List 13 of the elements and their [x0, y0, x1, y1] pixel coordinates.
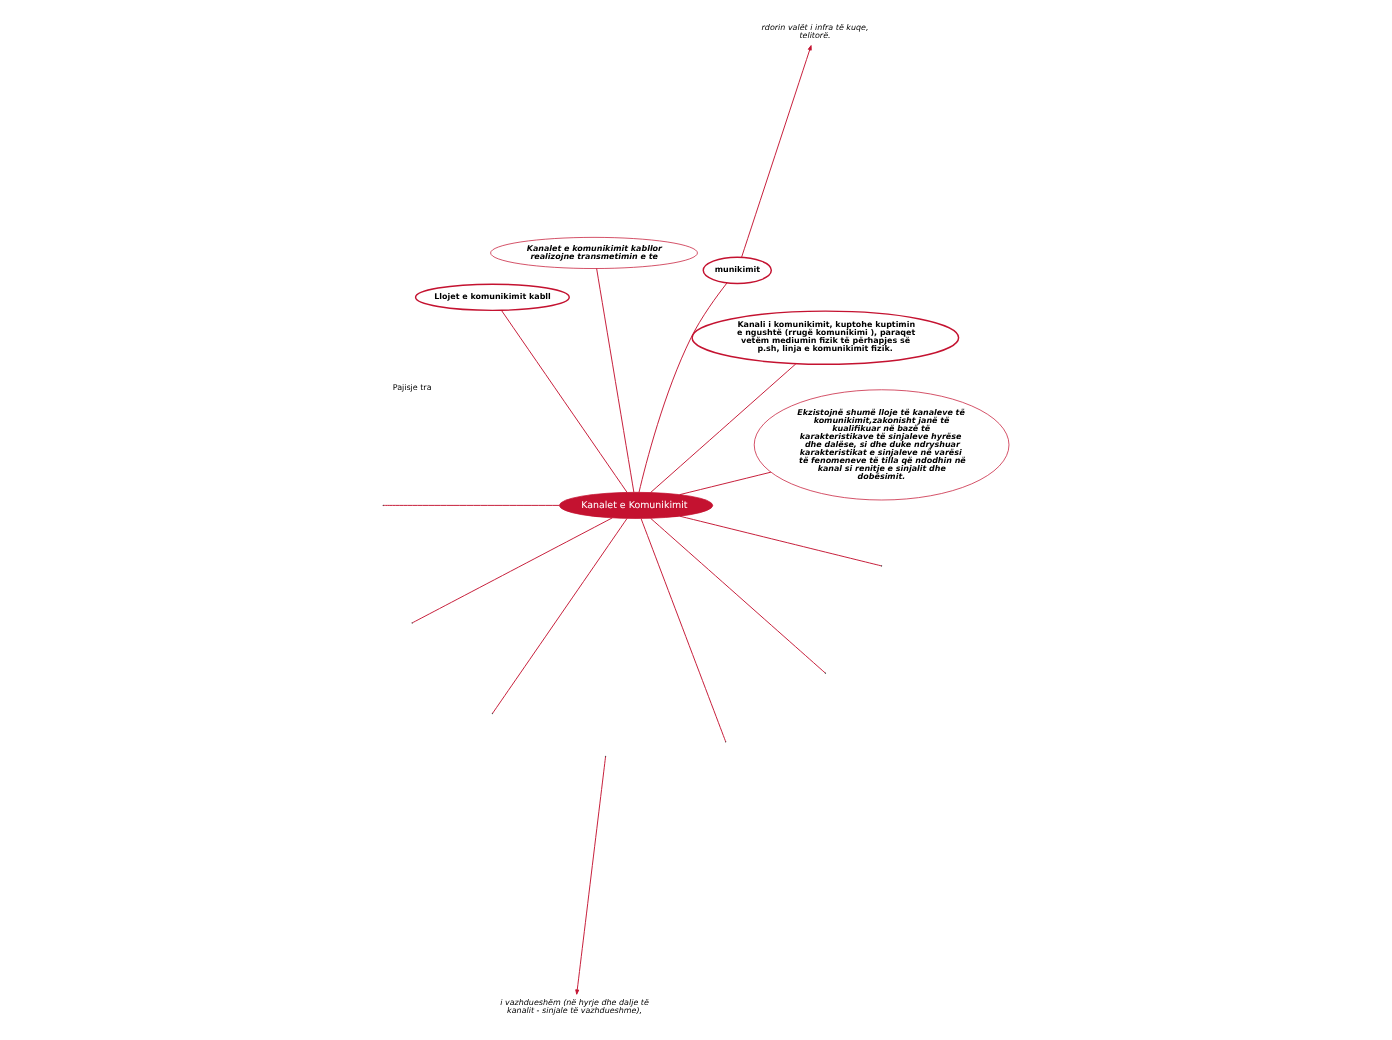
connector: [500, 309, 628, 493]
connector: [679, 471, 772, 496]
connector: [650, 363, 797, 493]
connector: [492, 517, 628, 714]
connector: [412, 517, 613, 624]
connector: [596, 268, 635, 493]
connector: [650, 517, 826, 674]
connector: [679, 515, 882, 567]
arrow: [741, 45, 812, 258]
connector: [383, 504, 560, 506]
connector: [638, 282, 728, 493]
connector: [640, 518, 727, 743]
arrow: [575, 756, 606, 995]
